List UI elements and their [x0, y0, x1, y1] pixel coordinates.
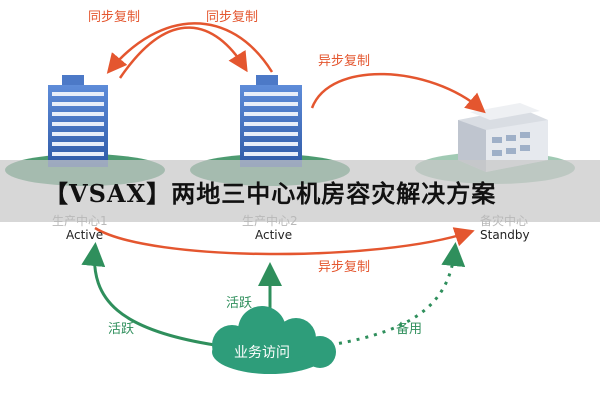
async-replication-label-bottom: 异步复制 — [318, 260, 371, 275]
async-replication-arrow-top — [310, 72, 486, 114]
standby-label: 备用 — [396, 322, 423, 337]
banner-title: 【VSAX】两地三中心机房容灾解决方案 — [44, 179, 497, 208]
site-1-name: 生产中心1 — [52, 214, 108, 228]
cloud-label: 业务访问 — [234, 345, 290, 361]
active-access-arrow-left — [81, 242, 216, 347]
production-building-2-icon — [240, 75, 302, 167]
sync-replication-arrow-right — [118, 26, 248, 79]
title-banner — [0, 160, 600, 222]
site-3-name: 备灾中心 — [480, 214, 529, 228]
standby-building-icon — [458, 103, 548, 172]
site-1-status: Active — [66, 228, 104, 242]
async-replication-label-top: 异步复制 — [318, 54, 371, 69]
production-building-1-icon — [48, 75, 108, 167]
active-label-left: 活跃 — [108, 322, 135, 337]
sync-replication-arrow-left — [106, 22, 274, 74]
active-label-center: 活跃 — [226, 296, 253, 311]
site-3-status: Standby — [480, 228, 530, 242]
sync-replication-label-right: 同步复制 — [206, 10, 259, 25]
site-2-name: 生产中心2 — [242, 214, 298, 228]
site-2-status: Active — [255, 228, 293, 242]
business-access-cloud-icon — [212, 306, 336, 374]
async-replication-arrow-bottom — [94, 226, 475, 256]
standby-access-arrow — [329, 242, 466, 347]
sync-replication-label-left: 同步复制 — [88, 10, 141, 25]
